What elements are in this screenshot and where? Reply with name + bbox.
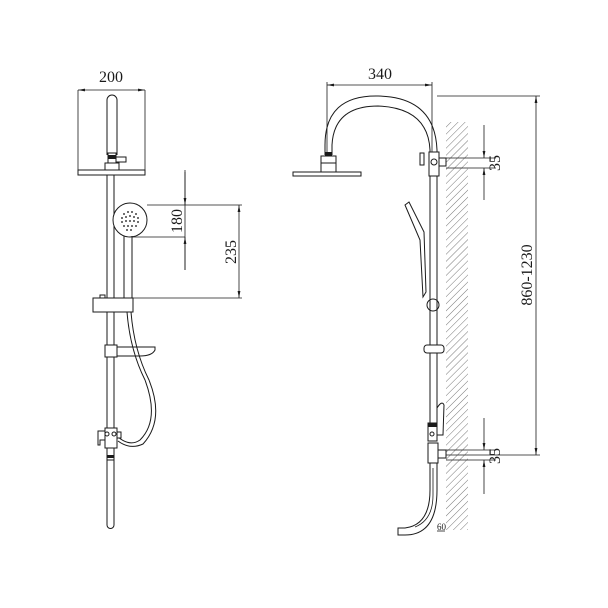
riser-rail-side: [419, 151, 447, 430]
bottom-spout-side: 60: [397, 463, 447, 536]
dim-bottom-inlet-offset-label: 35: [487, 448, 504, 464]
hand-shower-side: [404, 201, 440, 312]
dim-top-inlet-offset-label: 35: [487, 155, 504, 171]
gooseneck-arm-side: [292, 95, 438, 177]
dim-hand-shower-to-slider-label: 235: [223, 240, 240, 264]
wall-hatch: [446, 122, 468, 530]
dim-height-range-label: 860-1230: [519, 244, 536, 305]
slider-bracket-front: [92, 294, 134, 313]
dimension-bottom-inlet-offset: 35: [446, 418, 504, 494]
dimension-hand-shower-to-slider: 235: [133, 205, 242, 299]
dim-head-width-label: 200: [99, 69, 123, 86]
hose-front: [117, 311, 157, 447]
dimension-top-inlet-offset: 35: [446, 125, 504, 200]
dim-spout-clearance-label: 60: [437, 522, 447, 532]
dim-arm-reach-label: 340: [368, 66, 392, 83]
hand-shower-front: [112, 202, 148, 298]
soap-dish-front: [104, 344, 156, 358]
diverter-side: [427, 402, 447, 464]
dim-hand-shower-height-label: 180: [169, 209, 186, 233]
overhead-shower-head-front: [77, 94, 146, 176]
side-view: 340: [292, 66, 540, 536]
dimension-height-range: 860-1230: [437, 95, 540, 456]
front-view: 200: [77, 69, 242, 529]
diverter-front: [97, 427, 122, 449]
slider-side: [423, 344, 445, 354]
dimension-arm-reach: 340: [326, 66, 433, 152]
dimension-head-width: 200: [77, 69, 146, 175]
dimension-hand-shower-height: 180: [132, 170, 242, 270]
